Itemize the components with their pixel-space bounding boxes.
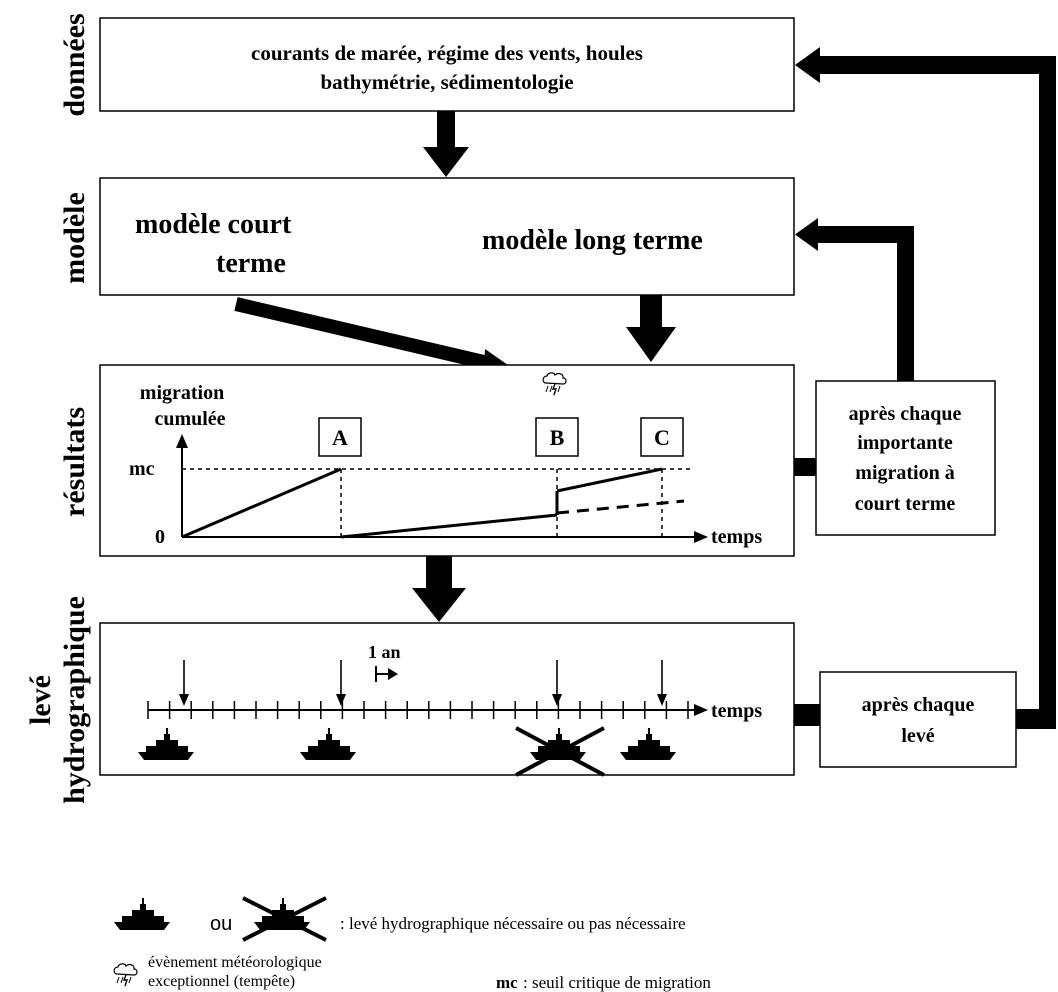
time-axis-ticks (147, 701, 689, 719)
arrow-icon (423, 111, 469, 177)
migration-line-b (340, 513, 558, 539)
donnees-text-line1: courants de marée, régime des vents, hou… (251, 41, 643, 65)
legend-storm-line1: évènement météorologique (148, 954, 322, 971)
legend-storm-line2: exceptionnel (tempête) (148, 973, 295, 990)
marker-b: B (535, 417, 579, 457)
survey-arrow-1 (179, 660, 189, 706)
interval-label: 1 an (368, 642, 401, 662)
legend-ou: ou (210, 913, 232, 935)
survey-arrow-2 (336, 660, 346, 706)
svg-text:B: B (550, 425, 565, 450)
svg-text:C: C (654, 425, 670, 450)
row-label-resultats: résultats (58, 407, 91, 517)
apres-migration-line3: migration à (855, 462, 954, 484)
legend-mc-abbr: mc (496, 973, 518, 992)
y-axis-label-line1: migration (140, 382, 224, 404)
modele-court-line1: modèle court (135, 209, 292, 240)
row-label-leve-line2: hydrographique (58, 596, 91, 804)
time-axis-label: temps (711, 700, 762, 722)
modele-long: modèle long terme (482, 225, 703, 256)
marker-a: A (318, 417, 362, 457)
apres-leve-box (819, 671, 1017, 768)
row-label-leve-line1: levé (24, 675, 57, 725)
marker-c: C (640, 417, 684, 457)
apres-migration-box (815, 380, 996, 536)
donnees-box (99, 17, 795, 112)
crossed-ship-icon (242, 896, 327, 942)
interval-arrow-icon (375, 666, 398, 682)
survey-arrow-4 (657, 660, 667, 706)
apres-migration-line2: importante (857, 432, 953, 454)
apres-leve-line2: levé (901, 725, 934, 747)
migration-line-a (181, 467, 342, 539)
migration-line-c (556, 467, 663, 493)
tick-mc: mc (129, 458, 155, 480)
ship-icon (113, 897, 171, 931)
modele-court-line2: terme (216, 248, 286, 279)
x-axis-label: temps (711, 526, 762, 548)
tick-zero: 0 (155, 526, 165, 548)
survey-arrow-3 (552, 660, 562, 706)
apres-migration-line4: court terme (855, 493, 956, 515)
apres-migration-line1: après chaque (849, 403, 962, 425)
svg-text:A: A (332, 425, 348, 450)
x-axis (182, 531, 708, 543)
without-storm-line (556, 499, 685, 515)
feedback-connectors (794, 47, 1056, 729)
y-axis (176, 434, 188, 537)
arrow-icon (412, 556, 466, 622)
modele-box (99, 177, 795, 296)
donnees-text-line2: bathymétrie, sédimentologie (320, 70, 573, 94)
legend-mc-text: : seuil critique de migration (523, 973, 711, 992)
time-axis (148, 704, 708, 716)
row-label-modele: modèle (58, 192, 91, 284)
crossed-ship-icon (515, 726, 605, 777)
apres-leve-line1: après chaque (862, 694, 975, 716)
y-axis-label-line2: cumulée (154, 408, 225, 430)
legend-ship-text: : levé hydrographique nécessaire ou pas … (340, 914, 686, 933)
leve-box (99, 622, 795, 776)
arrow-icon (626, 295, 676, 362)
row-label-donnees: données (58, 13, 91, 116)
storm-icon (113, 963, 138, 987)
